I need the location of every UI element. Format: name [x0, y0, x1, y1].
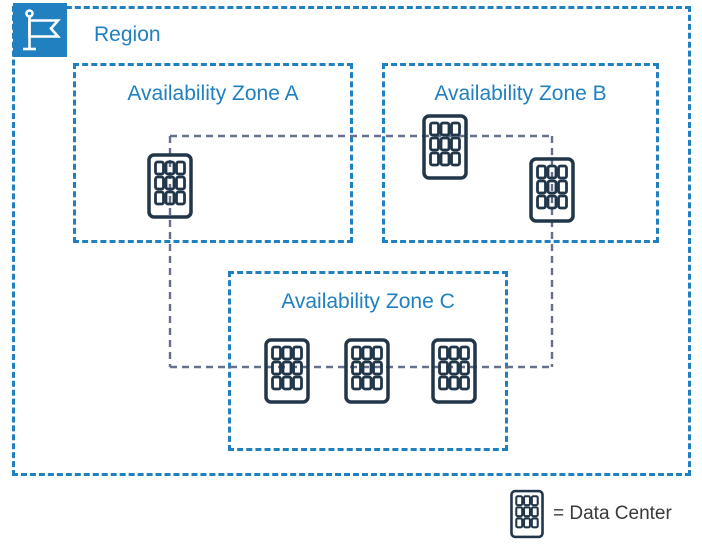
region-box	[12, 6, 691, 476]
availability-zone-c-box: Availability Zone C	[228, 271, 508, 451]
availability-zone-b-box: Availability Zone B	[382, 63, 659, 243]
data-center-icon	[147, 153, 193, 219]
data-center-icon	[264, 338, 310, 404]
flag-icon	[13, 3, 67, 57]
region-label: Region	[94, 23, 161, 46]
availability-zone-b-label: Availability Zone B	[434, 82, 607, 105]
data-center-icon	[422, 114, 468, 180]
availability-zone-a-box: Availability Zone A	[73, 63, 353, 243]
data-center-icon	[344, 338, 390, 404]
legend-text: = Data Center	[553, 503, 672, 524]
availability-zone-a-label: Availability Zone A	[127, 82, 299, 105]
legend: = Data Center	[510, 489, 672, 539]
data-center-icon	[510, 489, 544, 539]
availability-zone-c-label: Availability Zone C	[281, 290, 455, 313]
data-center-icon	[431, 338, 477, 404]
data-center-icon	[529, 157, 575, 223]
